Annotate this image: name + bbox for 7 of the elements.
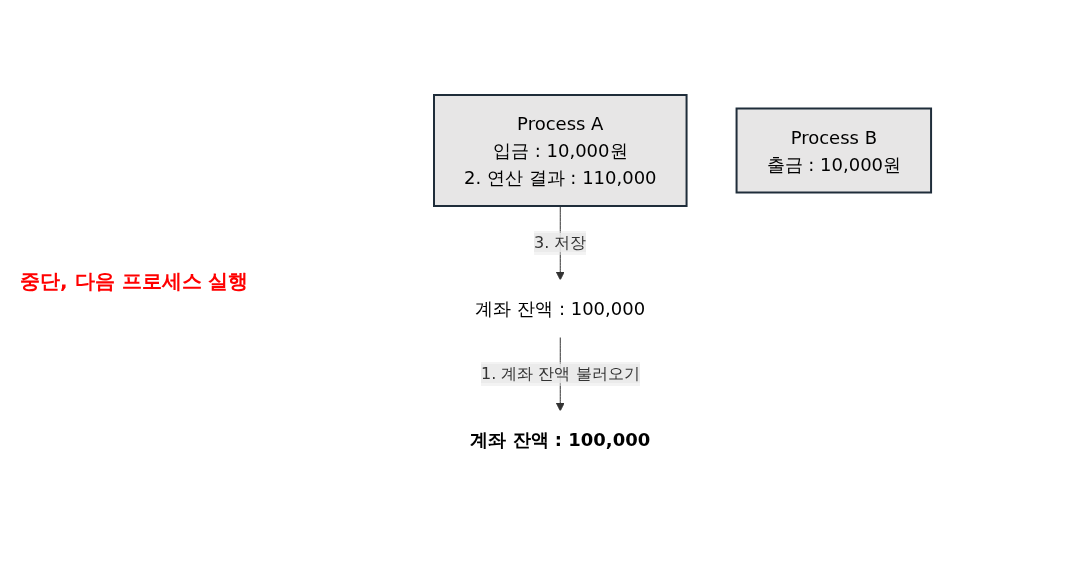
edge-label: 1. 계좌 잔액 불러오기 [481, 364, 641, 383]
node-text: 계좌 잔액 : 100,000 [470, 429, 651, 450]
node-text: 계좌 잔액 : 100,000 [475, 298, 646, 319]
node-box: Process B 출금 : 10,000원 [736, 107, 933, 194]
node-box: Process A 입금 : 10,000원 2. 연산 결과 : 110,000 [433, 94, 689, 207]
note-text: 중단, 다음 프로세스 실행 [20, 268, 249, 295]
edge-label: 3. 저장 [534, 233, 587, 252]
